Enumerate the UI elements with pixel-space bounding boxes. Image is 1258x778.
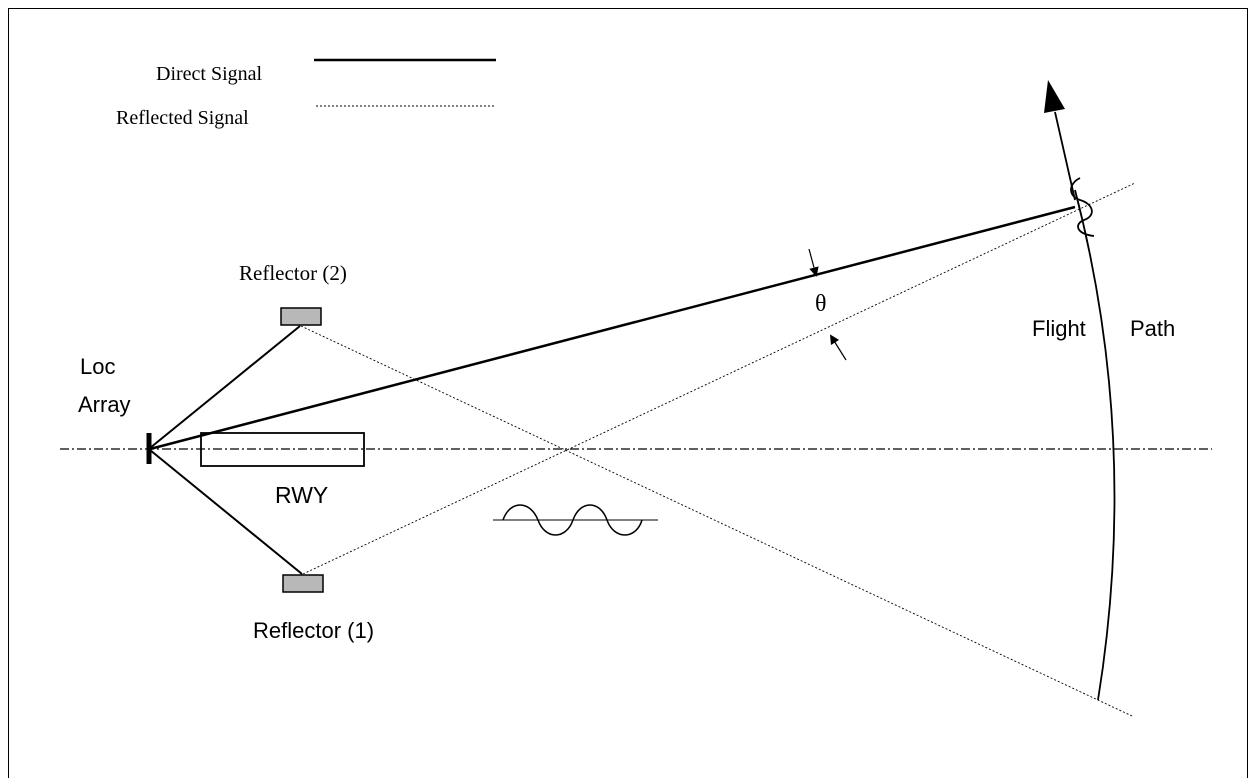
runway-label: RWY [275,482,329,508]
flight-path-arc [1074,189,1116,701]
loc-label-line2: Array [78,392,131,417]
wave-symbol [502,504,643,536]
reflected-signal-from-1 [302,182,1136,575]
direct-signal-line [149,205,1076,451]
flight-path-arrowhead [1044,80,1065,113]
reflector-2-label: Reflector (2) [239,261,347,285]
loc-to-reflector-1 [149,449,303,575]
theta-label: θ [815,291,827,317]
flight-squiggle [1070,177,1095,237]
reflector-1-box [282,574,324,593]
loc-label-line1: Loc [80,354,116,379]
reflector-2-box [280,307,322,326]
reflector-1-label: Reflector (1) [253,618,375,643]
runway-rect [200,432,365,467]
loc-to-reflector-2 [149,325,301,449]
legend-direct-label: Direct Signal [156,63,263,85]
theta-arrow-bottom [829,334,847,361]
reflected-signal-from-2 [300,325,1133,717]
path-label: Path [1130,316,1176,341]
diagram-frame [8,8,1248,778]
legend-reflected-label: Reflected Signal [116,107,249,129]
theta-arrow-top [808,248,819,277]
flight-label: Flight [1032,316,1086,341]
